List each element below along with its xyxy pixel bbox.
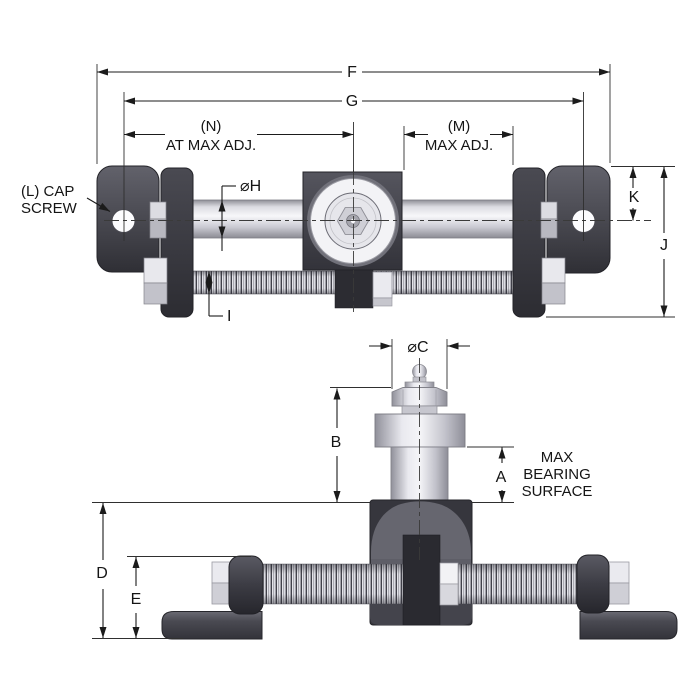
dim-e-label: E <box>131 591 142 608</box>
dim-a-label: A <box>496 469 507 486</box>
block-dome <box>371 501 471 560</box>
dim-c-label: ⌀C <box>407 339 428 356</box>
dim-j-label: J <box>660 237 668 254</box>
centerlines-top <box>104 170 651 312</box>
right-plate <box>512 167 546 318</box>
right-bracket <box>512 165 611 318</box>
dimension-lines-bottom <box>99 342 506 638</box>
dim-i-label: I <box>227 308 231 325</box>
max-bearing-note-line3: SURFACE <box>522 483 593 500</box>
bearing-roller <box>374 413 466 448</box>
bottom-view: ⌀C B A MAX BEARING SURFACE D E <box>92 339 678 640</box>
dim-f-label: F <box>347 64 357 81</box>
dim-b-label: B <box>331 434 342 451</box>
cap-screw-leader <box>86 197 111 212</box>
top-view: F G (N) AT MAX ADJ. (M) MAX ADJ. (L) CAP… <box>21 64 675 325</box>
left-cap-screw-hole <box>111 209 136 233</box>
extension-lines-top <box>96 64 675 318</box>
dim-n-label-line2: AT MAX ADJ. <box>166 137 256 154</box>
cap-screw-label-line1: (L) CAP <box>21 183 74 200</box>
block-clamp-tab <box>402 534 441 626</box>
cam-post <box>374 387 466 504</box>
dim-m-label-line1: (M) <box>448 118 471 135</box>
clamp-nut <box>372 271 393 299</box>
cap-screw-label-line2: SCREW <box>21 200 78 217</box>
left-bracket <box>96 165 194 318</box>
block-nut <box>439 562 459 606</box>
right-collar <box>576 554 610 614</box>
left-collar <box>228 555 264 615</box>
right-foot <box>579 611 678 640</box>
dim-k-label: K <box>629 189 640 206</box>
dim-d-label: D <box>96 565 108 582</box>
dimension-lines-top <box>86 68 668 317</box>
left-foot <box>161 611 263 640</box>
dim-m-label-line2: MAX ADJ. <box>425 137 493 154</box>
dim-n-label-line1: (N) <box>201 118 222 135</box>
max-bearing-note-line1: MAX <box>541 449 574 466</box>
dim-h-label: ⌀H <box>240 178 261 195</box>
max-bearing-note-line2: BEARING <box>523 466 591 483</box>
left-plate <box>160 167 194 318</box>
clamp-tab <box>334 269 374 309</box>
extension-lines-bottom <box>92 339 514 639</box>
dim-g-label: G <box>346 93 358 110</box>
roller <box>307 175 399 267</box>
